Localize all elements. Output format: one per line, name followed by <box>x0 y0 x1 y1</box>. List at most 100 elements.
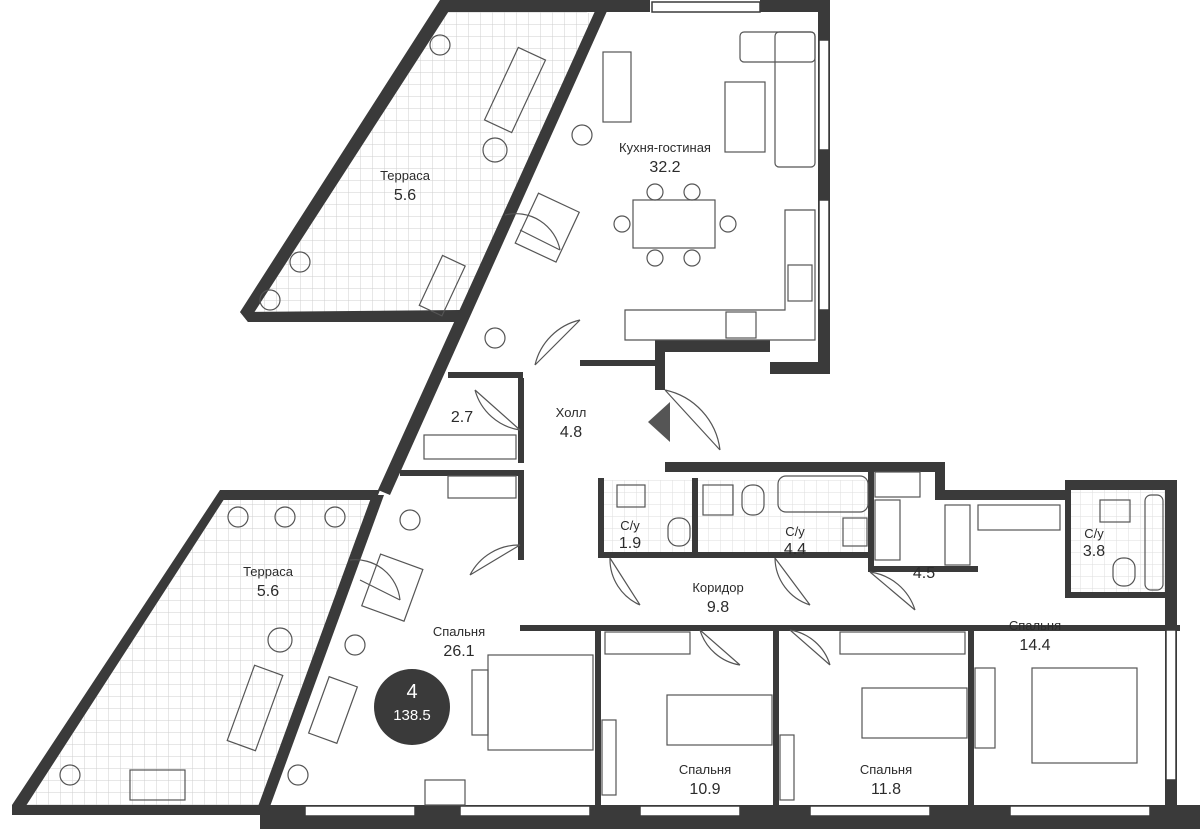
wardrobe-45-b <box>874 499 901 561</box>
terrace-top-area: 5.6 <box>394 187 416 204</box>
kitchen-bottom-wall <box>770 362 830 374</box>
partition-27-right <box>518 378 524 463</box>
wc-44-label: С/у <box>785 524 805 539</box>
corridor-label: Коридор <box>692 580 743 595</box>
hall-area: 4.8 <box>560 424 582 441</box>
door-hall-left <box>474 389 521 431</box>
armchair-261 <box>424 779 466 806</box>
partition-bed261-right <box>595 625 601 805</box>
terrace-bottom-floor <box>15 493 375 805</box>
terrace-bottom-wall-top <box>220 490 380 500</box>
washbasin-19 <box>616 484 646 508</box>
toilet-44 <box>741 484 765 516</box>
entrance-arrow-icon <box>648 402 670 442</box>
apartment-badge: 4 138.5 <box>374 669 450 745</box>
coffee-table <box>724 81 766 153</box>
top-wall-right <box>760 0 830 12</box>
plant-icon <box>259 289 281 311</box>
window-right-2 <box>818 199 830 311</box>
washbasin-44 <box>842 517 868 547</box>
desk-118 <box>779 734 795 801</box>
hall-right-wall <box>655 340 665 390</box>
dining-table <box>632 199 716 249</box>
kitchen-counter <box>624 209 816 341</box>
terrace-bottom-area: 5.6 <box>257 583 279 600</box>
kitchen-living-area: 32.2 <box>649 159 680 176</box>
bedroom-109-area: 10.9 <box>689 781 720 798</box>
terrace-sofa-bottom-2 <box>129 769 186 801</box>
chair-3 <box>646 249 664 267</box>
wardrobe-27 <box>423 434 517 460</box>
sink <box>787 264 813 302</box>
kitchen-pillar <box>655 340 770 352</box>
terrace-table-top <box>482 137 508 163</box>
washbasin-38 <box>1099 499 1131 523</box>
toilet-19 <box>667 517 691 547</box>
partition-hall-bedroom <box>400 470 520 476</box>
terrace-bottom-label: Терраса <box>243 564 294 579</box>
plant-icon <box>484 327 506 349</box>
closet-45-area: 4.5 <box>913 565 935 582</box>
partition-bed-left <box>518 470 524 560</box>
terrace-bottom-wall-left <box>12 490 230 812</box>
plant-icon <box>571 124 593 146</box>
wardrobe-45-c <box>944 504 971 566</box>
partition-45-left <box>868 470 874 570</box>
desk-261 <box>307 675 359 745</box>
door-terrace-bottom <box>349 559 401 601</box>
window-bottom-1 <box>304 805 416 817</box>
terrace-top-label: Терраса <box>380 168 431 183</box>
door-bed109 <box>699 629 741 666</box>
room-labels: Терраса 5.6 Кухня-гостиная 32.2 2.7 Холл… <box>243 140 1105 798</box>
chair-1 <box>646 183 664 201</box>
bed-261 <box>487 654 594 751</box>
window-bottom-2 <box>459 805 591 817</box>
door-wc44 <box>774 557 811 606</box>
bath-fixtures <box>616 475 1164 591</box>
bedroom-118-label: Спальня <box>860 762 912 777</box>
kitchen-furniture <box>602 31 816 341</box>
door-bed261 <box>469 544 521 576</box>
chair-2 <box>683 183 701 201</box>
bath-right-mid <box>935 490 1065 500</box>
partition-38-left <box>1065 485 1071 595</box>
door-hall-entrance <box>664 389 721 451</box>
terrace-lounger-top <box>418 254 466 317</box>
partition-bed118-right <box>968 625 974 805</box>
wc-38-tiles <box>1070 485 1165 595</box>
desk-109 <box>601 719 617 796</box>
wc-38-label: С/у <box>1084 526 1104 541</box>
wardrobes <box>423 434 1061 655</box>
partition-wc19-44 <box>692 478 698 558</box>
wardrobe-45-d <box>977 504 1061 531</box>
wc-44-tiles <box>697 480 869 552</box>
bedroom-261-label: Спальня <box>433 624 485 639</box>
kitchen-hall-partition <box>580 360 655 366</box>
chair-6 <box>719 215 737 233</box>
wardrobe-bed109 <box>604 631 691 655</box>
dresser-144 <box>974 667 996 749</box>
window-bottom-3 <box>639 805 741 817</box>
plant-icon <box>59 764 81 786</box>
plant-icon <box>324 506 346 528</box>
doors <box>349 213 916 666</box>
sofa-kitchen <box>774 31 816 168</box>
window-bottom-4 <box>809 805 931 817</box>
wc-19-area: 1.9 <box>619 535 641 552</box>
bathtub-38 <box>1144 494 1164 591</box>
wardrobe-bed118 <box>839 631 966 655</box>
door-bed118 <box>789 629 831 666</box>
plant-icon <box>227 506 249 528</box>
bedroom-144-area: 14.4 <box>1019 637 1050 654</box>
bedroom-furniture <box>307 654 1138 806</box>
terrace-chair-top <box>514 192 581 263</box>
far-bath-top <box>1065 480 1175 490</box>
terrace-table-bottom <box>267 627 293 653</box>
wardrobe-bed261 <box>447 475 517 499</box>
top-diagonal-wall <box>378 0 612 495</box>
partitions <box>400 360 1180 805</box>
wc-44-area: 4.4 <box>784 541 806 558</box>
washer-44 <box>702 484 734 516</box>
partition-27-top <box>448 372 523 378</box>
hall-label: Холл <box>556 405 587 420</box>
